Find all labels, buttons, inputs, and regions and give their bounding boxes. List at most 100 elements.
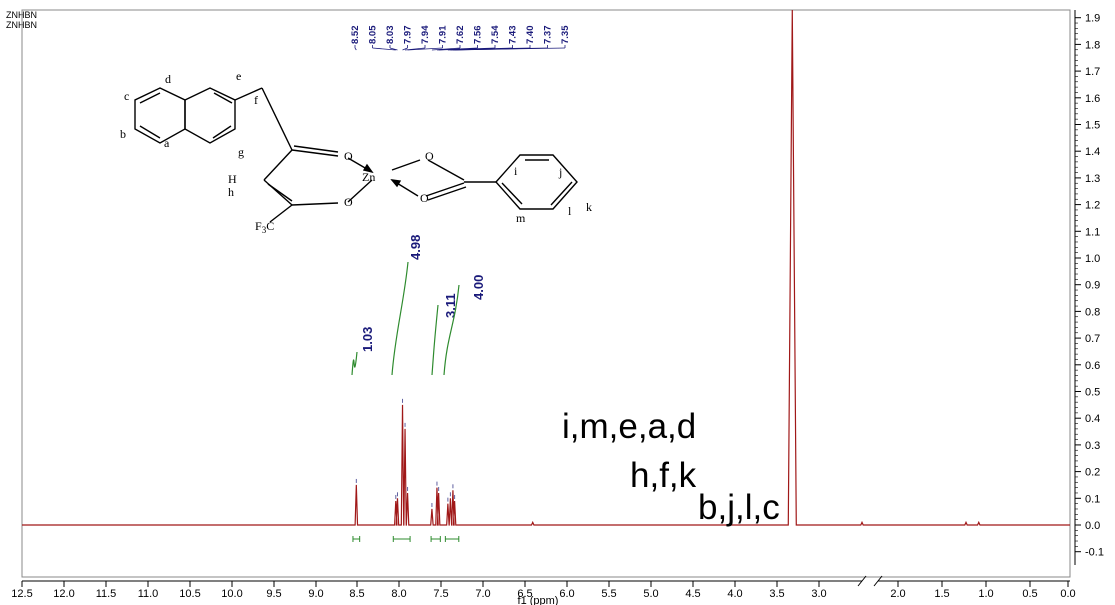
x-tick-label: 5.5 xyxy=(601,588,616,600)
peak-label-leader xyxy=(354,47,357,51)
y-tick-label: 0.0 xyxy=(1085,520,1100,532)
integral-curve xyxy=(351,351,358,376)
axis-break-mark xyxy=(857,575,867,587)
y-tick-label: 1.9 xyxy=(1085,13,1100,25)
peak-shift-label: 7.91 xyxy=(438,25,449,44)
peak-shift-label: 8.05 xyxy=(368,25,379,44)
peak-shift-label: 7.94 xyxy=(420,25,431,44)
peak-shift-label: 7.43 xyxy=(508,26,519,45)
x-tick-label: 9.5 xyxy=(266,588,281,600)
y-tick-label: 1.3 xyxy=(1085,173,1100,185)
y-tick-label: 0.7 xyxy=(1085,333,1100,345)
atom-label: e xyxy=(236,69,241,83)
chemical-structure xyxy=(134,87,578,223)
x-tick-label: 10.5 xyxy=(179,588,200,600)
peak-shift-label: 8.03 xyxy=(385,26,396,45)
x-tick-label: 5.0 xyxy=(643,588,658,600)
y-tick-label: 1.0 xyxy=(1085,253,1100,265)
x-tick-label: 12.0 xyxy=(53,588,74,600)
x-tick-label: 6.5 xyxy=(517,588,532,600)
annotation-h-f-k: h,f,k xyxy=(630,456,697,495)
peak-shift-label: 7.97 xyxy=(403,26,414,45)
integral-value-label: 4.98 xyxy=(408,235,423,260)
x-tick-label: 3.0 xyxy=(811,588,826,600)
y-tick-label: 0.3 xyxy=(1085,440,1100,452)
atom-label: f xyxy=(254,93,258,107)
x-tick-label: 8.0 xyxy=(391,588,406,600)
y-tick-label: 0.9 xyxy=(1085,280,1100,292)
annotation-i-m-e-a-d: i,m,e,a,d xyxy=(562,407,697,446)
peak-label-leader xyxy=(454,47,566,51)
x-tick-label: 4.0 xyxy=(727,588,742,600)
peak-shift-label: 7.54 xyxy=(490,25,501,44)
plot-frame xyxy=(21,9,1071,578)
y-tick-label: 0.6 xyxy=(1085,360,1100,372)
peak-label-leader xyxy=(402,47,408,51)
integral-curve xyxy=(431,304,439,376)
peak-label-leader xyxy=(389,47,398,51)
y-tick-label: 0.2 xyxy=(1085,467,1100,479)
peak-label-leader xyxy=(407,47,443,51)
x-tick-label: 7.0 xyxy=(475,588,490,600)
y-tick-label: 1.5 xyxy=(1085,120,1100,132)
peak-label-leader xyxy=(372,47,396,51)
y-tick-label: 0.8 xyxy=(1085,306,1100,318)
integral-curve xyxy=(443,284,460,376)
x-tick-label: 12.5 xyxy=(11,588,32,600)
annotation-b-j-l-c: b,j,l,c xyxy=(698,488,780,527)
atom-label: O xyxy=(425,149,434,163)
x-tick-label: 10.0 xyxy=(221,588,242,600)
atom-label: j xyxy=(558,165,562,179)
x-tick-label: 11.5 xyxy=(96,588,117,600)
x-tick-label: 1.0 xyxy=(978,588,993,600)
x-tick-label: 2.0 xyxy=(890,588,905,600)
x-tick-label: 0.0 xyxy=(1060,588,1075,600)
y-tick-label: 1.8 xyxy=(1085,39,1100,51)
x-tick-label: 11.0 xyxy=(138,588,159,600)
integral-curve xyxy=(391,261,409,376)
integral-value-label: 3.11 xyxy=(443,293,458,318)
atom-label: i xyxy=(514,164,518,178)
y-tick-label: 1.2 xyxy=(1085,200,1100,212)
y-tick-label: 0.4 xyxy=(1085,413,1100,425)
atom-label: a xyxy=(164,136,170,150)
y-tick-label: 0.5 xyxy=(1085,387,1100,399)
y-tick-label: 0.1 xyxy=(1085,493,1100,505)
integral-value-label: 1.03 xyxy=(360,327,375,352)
atom-label: O xyxy=(344,195,353,209)
spectrum-trace xyxy=(22,9,1070,526)
integral-value-label: 4.00 xyxy=(471,275,486,300)
x-tick-label: 6.0 xyxy=(559,588,574,600)
x-tick-label: 3.5 xyxy=(769,588,784,600)
atom-label: H xyxy=(228,172,237,186)
x-tick-label: 0.5 xyxy=(1022,588,1037,600)
peak-shift-label: 7.40 xyxy=(525,26,536,45)
peak-shift-label: 7.37 xyxy=(543,26,554,45)
x-tick-label: 1.5 xyxy=(934,588,949,600)
y-tick-label: 1.4 xyxy=(1085,146,1100,158)
y-tick-label: -0.1 xyxy=(1085,547,1104,559)
atom-label: k xyxy=(586,200,592,214)
y-tick-label: 1.1 xyxy=(1085,226,1100,238)
peak-shift-label: 8.52 xyxy=(350,26,361,45)
atom-label: h xyxy=(228,185,234,199)
y-tick-label: 1.7 xyxy=(1085,66,1100,78)
x-tick-label: 4.5 xyxy=(685,588,700,600)
atom-label: O xyxy=(420,191,429,205)
atom-label: m xyxy=(516,211,526,225)
atom-label: g xyxy=(238,145,244,159)
x-tick-label: 9.0 xyxy=(308,588,323,600)
atom-label: O xyxy=(344,149,353,163)
atom-label: F3C xyxy=(255,219,274,235)
atom-label: d xyxy=(165,72,171,86)
y-tick-label: 1.6 xyxy=(1085,93,1100,105)
peak-shift-label: 7.62 xyxy=(455,26,466,45)
x-tick-label: 7.5 xyxy=(433,588,448,600)
peak-label-leader xyxy=(431,47,461,51)
x-tick-label: 8.5 xyxy=(349,588,364,600)
atom-label: c xyxy=(124,89,129,103)
peak-shift-label: 7.56 xyxy=(473,26,484,45)
axis-break-mark xyxy=(873,575,883,587)
